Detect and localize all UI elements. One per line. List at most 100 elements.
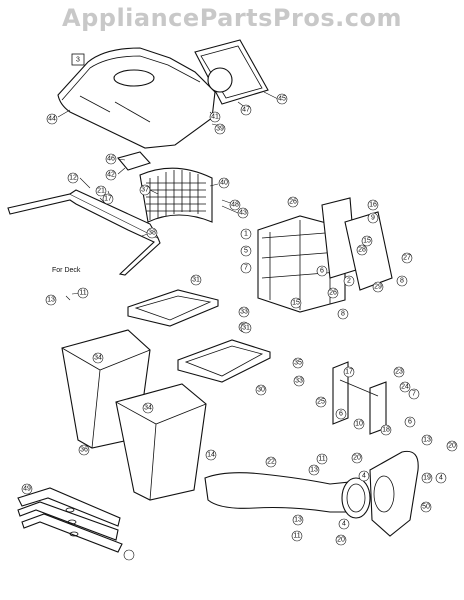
callout-33c: 33 — [293, 375, 305, 387]
callout-19: 50 — [420, 501, 432, 513]
svg-text:26: 26 — [329, 290, 337, 297]
svg-text:48: 48 — [231, 202, 239, 209]
svg-text:2: 2 — [347, 278, 351, 285]
svg-text:14: 14 — [207, 452, 215, 459]
bag-frame-upper — [127, 289, 219, 327]
svg-text:33: 33 — [295, 378, 303, 385]
callout-22b: 4 — [435, 472, 447, 484]
callout-7a: 7 — [240, 262, 252, 274]
svg-text:30: 30 — [257, 387, 265, 394]
callout-6c: 6 — [404, 416, 416, 428]
svg-text:20: 20 — [353, 455, 361, 462]
callout-43: 43 — [237, 207, 249, 219]
svg-text:5: 5 — [244, 248, 248, 255]
svg-text:46: 46 — [107, 156, 115, 163]
callout-49 — [123, 549, 135, 561]
svg-text:17: 17 — [345, 369, 353, 376]
svg-text:40: 40 — [220, 180, 228, 187]
callout-6a: 6 — [316, 265, 328, 277]
svg-text:6: 6 — [408, 419, 412, 426]
callout-42: 42 — [105, 169, 117, 181]
svg-text:44: 44 — [48, 116, 56, 123]
callout-29: 29 — [372, 281, 384, 293]
svg-text:27: 27 — [403, 255, 411, 262]
callout-13c: 20 — [351, 452, 363, 464]
section-box — [71, 53, 85, 66]
svg-text:13: 13 — [310, 467, 318, 474]
svg-text:23: 23 — [395, 369, 403, 376]
svg-text:37: 37 — [141, 187, 149, 194]
watermark-text: AppliancePartsPros.com — [62, 4, 402, 32]
callout-27: 27 — [401, 252, 413, 264]
callout-6b: 6 — [335, 408, 347, 420]
svg-text:34: 34 — [94, 355, 102, 362]
callout-8b: 8 — [337, 308, 349, 320]
gasket-plate — [194, 39, 269, 105]
mower-blades — [17, 487, 123, 553]
callout-24: 25 — [315, 396, 327, 408]
svg-text:7: 7 — [244, 265, 248, 272]
callout-13d: 20 — [335, 534, 347, 546]
svg-text:6: 6 — [320, 268, 324, 275]
callout-22a: 4 — [358, 470, 370, 482]
svg-text:13: 13 — [423, 437, 431, 444]
callout-41: 41 — [209, 111, 221, 123]
svg-text:39: 39 — [216, 126, 224, 133]
callout-36: 14 — [205, 449, 217, 461]
svg-text:22: 22 — [267, 459, 275, 466]
callout-18b: 13 — [308, 464, 320, 476]
callout-30: 36 — [78, 444, 90, 456]
callout-5: 5 — [240, 245, 252, 257]
discharge-tube — [204, 472, 371, 519]
callout-13b: 20 — [446, 440, 458, 452]
svg-text:11: 11 — [79, 290, 86, 297]
callout-17: 17 — [102, 193, 114, 205]
callout-20: 22 — [265, 456, 277, 468]
svg-text:8: 8 — [400, 278, 404, 285]
svg-text:11: 11 — [318, 456, 325, 463]
side-bracket — [344, 211, 393, 291]
for-deck-label: For Deck — [52, 267, 81, 274]
callout-40: 40 — [218, 177, 230, 189]
svg-text:19: 19 — [423, 475, 431, 482]
svg-text:17: 17 — [104, 196, 112, 203]
grass-bag-right — [115, 383, 207, 501]
callout-39: 39 — [214, 123, 226, 135]
callout-18a: 13 — [421, 434, 433, 446]
svg-text:13: 13 — [47, 297, 55, 304]
svg-text:45: 45 — [278, 96, 286, 103]
svg-text:31: 31 — [242, 325, 250, 332]
callout-26a: 26 — [287, 196, 299, 208]
callout-10: 18 — [380, 424, 392, 436]
svg-text:16: 16 — [369, 202, 377, 209]
callout-15a: 15 — [361, 235, 373, 247]
callout-23: 24 — [399, 381, 411, 393]
svg-text:9: 9 — [371, 215, 375, 222]
svg-text:11: 11 — [293, 533, 300, 540]
callout-11c: 11 — [291, 530, 303, 542]
svg-text:8: 8 — [341, 311, 345, 318]
callout-31b: 31 — [240, 322, 252, 334]
callout-45: 45 — [276, 93, 288, 105]
svg-text:50: 50 — [422, 504, 430, 511]
svg-text:15: 15 — [292, 300, 300, 307]
callout-50: 49 — [21, 483, 33, 495]
svg-text:13: 13 — [294, 517, 302, 524]
callout-37: 37 — [139, 184, 151, 196]
svg-text:15: 15 — [363, 238, 371, 245]
deflector-bracket — [332, 361, 387, 435]
svg-text:47: 47 — [242, 107, 250, 114]
svg-text:31: 31 — [192, 277, 200, 284]
svg-text:33: 33 — [240, 309, 248, 316]
callout-16: 16 — [367, 199, 379, 211]
callout-15b: 15 — [290, 297, 302, 309]
callout-31a: 31 — [190, 274, 202, 286]
svg-text:29: 29 — [374, 284, 382, 291]
svg-text:24: 24 — [401, 384, 409, 391]
svg-text:18: 18 — [382, 427, 390, 434]
svg-text:34: 34 — [144, 405, 152, 412]
callout-47: 47 — [240, 104, 252, 116]
svg-text:36: 36 — [80, 447, 88, 454]
callout-7b: 7 — [408, 388, 420, 400]
svg-text:26: 26 — [289, 199, 297, 206]
